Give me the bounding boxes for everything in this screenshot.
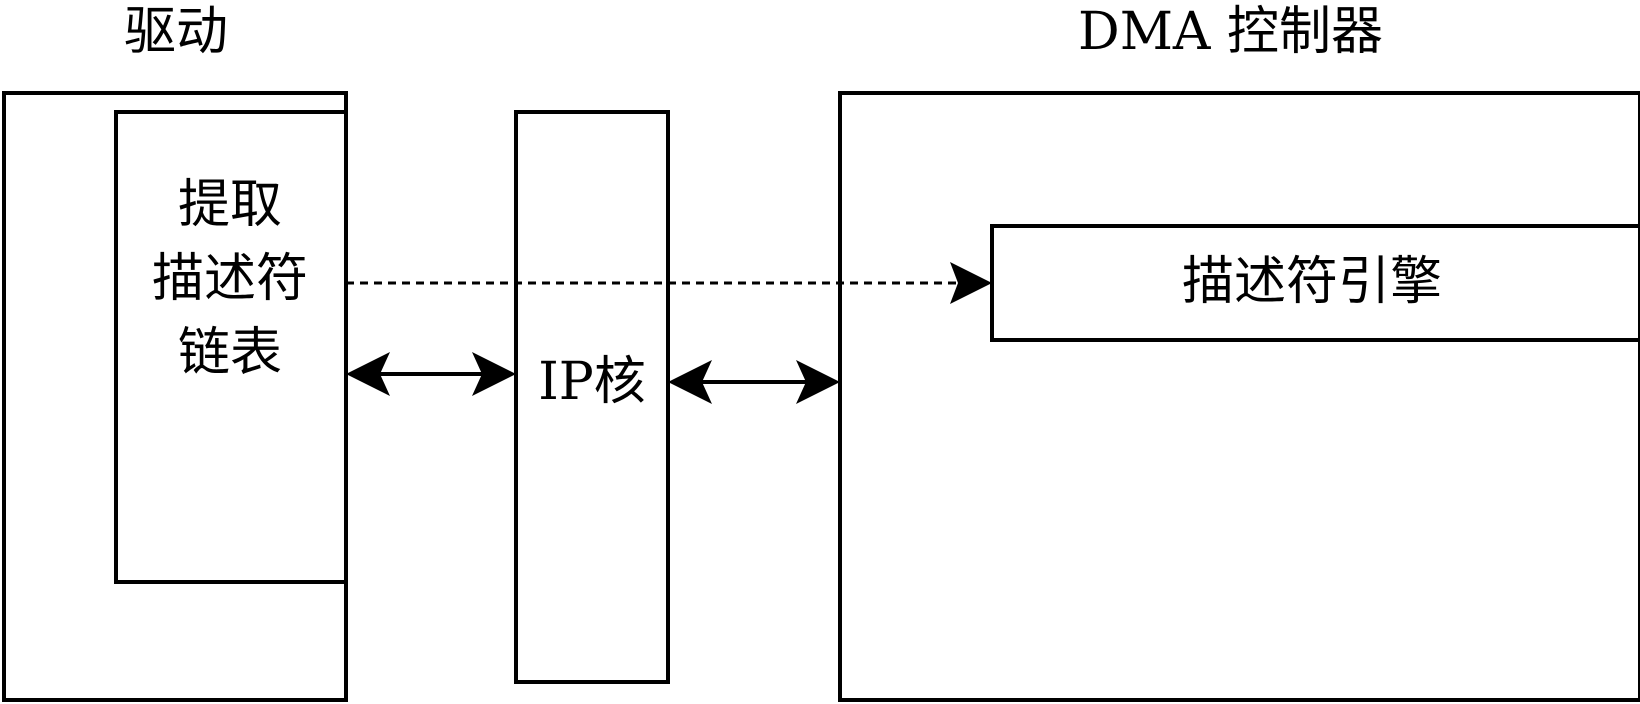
descriptor-list-label: 提取 描述符 链表 [116, 168, 344, 390]
descriptor-list-label-line3: 链表 [177, 323, 282, 383]
dashed-arrow-head [950, 262, 992, 304]
arrow-list-ip-head-left [346, 352, 390, 396]
arrow-ip-dma-head-left [668, 360, 712, 404]
dma-controller-box [838, 91, 1640, 702]
arrow-ip-dma-head-right [796, 360, 840, 404]
ip-core-label: IP核 [538, 352, 646, 412]
descriptor-engine-label: 描述符引擎 [1181, 252, 1442, 312]
driver-title: 驱动 [124, 2, 229, 62]
descriptor-list-label-line2: 描述符 [151, 249, 308, 309]
descriptor-list-label-line1: 提取 [177, 175, 282, 235]
ip-core-box [514, 110, 670, 684]
descriptor-list-box [114, 110, 348, 584]
arrow-list-ip-head-right [472, 352, 516, 396]
dma-controller-title: DMA 控制器 [1078, 2, 1384, 62]
